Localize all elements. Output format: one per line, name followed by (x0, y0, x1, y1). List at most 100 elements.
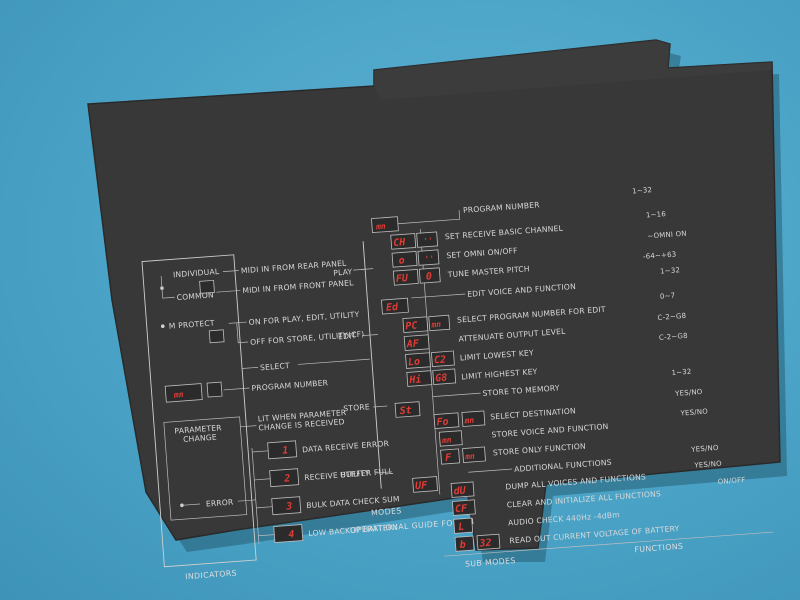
program-number-leader (223, 387, 250, 391)
indicators-frame (141, 254, 257, 568)
error-dot-leader (181, 503, 200, 506)
error-1-led-box (267, 440, 298, 460)
store-row-1-led2: mn (463, 416, 474, 426)
mode-store-label: STORE (343, 402, 370, 413)
utility-row-2-led1: CF (455, 503, 469, 515)
off-for-leader (236, 322, 249, 344)
play-row-4-led2: 0 (426, 271, 433, 282)
error-4-led-box (273, 524, 304, 544)
mode-utility-tick (376, 471, 393, 474)
footer-rule (444, 531, 774, 557)
play-row-4-range: -64~+63 (643, 250, 677, 260)
error-1-code: 1 (282, 445, 289, 456)
utility-row-3-led-box (453, 517, 474, 534)
edit-row-1-led1: PC (405, 321, 418, 333)
select-label: SELECT (260, 361, 291, 372)
edit-row-1-led2: mn (430, 320, 441, 330)
edit-row-3-led1: Lo (408, 356, 421, 368)
edit-row-4-led-box-2 (432, 368, 457, 385)
midi-rear-leader (222, 270, 239, 273)
edit-row-4-led2: G8 (435, 373, 448, 385)
utility-row-4-led-box-2 (476, 533, 501, 551)
play-row-5-leader (411, 293, 466, 299)
store-row-4-leader (468, 468, 513, 473)
mode-play-tick (361, 268, 374, 270)
error-3-leader (256, 506, 273, 509)
play-row-3-led-box-2 (417, 249, 440, 266)
utility-row-1-led-box (450, 481, 475, 498)
error-4-code: 4 (288, 529, 295, 540)
functions-title: FUNCTIONS (634, 542, 684, 555)
on-for-leader (228, 321, 247, 324)
change-label: CHANGE (183, 433, 217, 444)
play-row-5-range: 1~32 (660, 266, 681, 275)
store-row-1-range: YES/NO (674, 388, 703, 398)
error-2-leader (254, 478, 271, 481)
midi-bracket (160, 276, 175, 299)
edit-row-5-leader (432, 392, 481, 397)
select-leader (242, 366, 259, 369)
error-1-leader (252, 450, 269, 453)
error-leader (237, 499, 256, 502)
edit-row-2-led1: AF (405, 338, 420, 350)
individual-label: INDIVIDUAL (173, 267, 220, 279)
edit-mode-led-box (381, 297, 409, 315)
midi-front-led (199, 279, 215, 294)
error-3-led-box (271, 496, 302, 516)
utility-mode-led: UF (415, 480, 429, 492)
play-row-3-led1: o (398, 255, 405, 266)
parameter-box (163, 416, 248, 521)
play-mode-led: mn (375, 222, 386, 232)
play-row-3-range: ~OMNI ON (647, 230, 687, 241)
store-row-2-led-box-2 (438, 430, 463, 447)
edit-row-1-led-box-2 (428, 314, 451, 332)
utility-row-4-led-box (454, 535, 475, 552)
store-row-3-led-box-2 (462, 446, 486, 463)
panel-highlight (374, 40, 772, 100)
program-number-led-2 (206, 381, 223, 398)
program-number-display (164, 383, 203, 403)
edit-row-3-led2: C2 (434, 355, 447, 367)
store-row-2-range: YES/NO (679, 408, 708, 418)
edit-row-5-range: 1~32 (671, 368, 692, 377)
mode-edit-tick (361, 334, 378, 336)
play-row-2-range: 1~16 (646, 210, 667, 219)
play-row-3-led2: '' (424, 254, 434, 264)
utility-row-1-range: YES/NO (693, 460, 722, 470)
utility-row-4-led2: 32 (478, 538, 492, 550)
edit-row-1-led-box (402, 316, 429, 333)
play-row-1-leader (397, 210, 461, 225)
common-label: COMMON (176, 290, 214, 302)
mode-play-label: PLAY (333, 267, 353, 277)
store-row-4-range: YES/NO (690, 444, 719, 454)
play-row-2-led2: '' (423, 236, 433, 246)
mode-utility-label: UTILITY (340, 468, 370, 479)
select-to-modes-line (297, 358, 370, 365)
lit-when-leader (240, 425, 257, 428)
error-2-led-box (269, 468, 300, 488)
edit-row-4-led-box (406, 370, 433, 387)
error-bracket (251, 447, 260, 544)
edit-mode-led: Ed (386, 302, 400, 314)
play-row-4-led1: FU (396, 273, 410, 285)
store-row-3-led-box (440, 448, 461, 465)
program-number-led: mn (173, 390, 184, 400)
play-row-2-led-box-2 (416, 231, 439, 248)
play-row-4-led-box-2 (418, 267, 441, 284)
m-protect-dot (160, 324, 165, 329)
edit-row-3-range: C-2~G8 (659, 332, 688, 342)
utility-row-4-led1: b (459, 540, 466, 551)
store-row-2-led2: mn (441, 435, 452, 445)
play-row-4-led-box (392, 268, 419, 286)
store-row-1-led-box (433, 412, 460, 429)
mode-edit-label: EDIT (338, 331, 357, 341)
m-protect-label: M PROTECT (168, 318, 215, 330)
play-row-3-led-box (391, 251, 418, 268)
edit-row-2-range: C-2~G8 (657, 312, 686, 322)
utility-mode-led-box (412, 476, 438, 493)
midi-front-leader (216, 290, 241, 293)
error-dot (180, 503, 184, 508)
utility-row-3-led1: L (458, 522, 465, 533)
store-mode-led: St (399, 405, 412, 417)
store-row-3-led2: mn (464, 452, 475, 462)
